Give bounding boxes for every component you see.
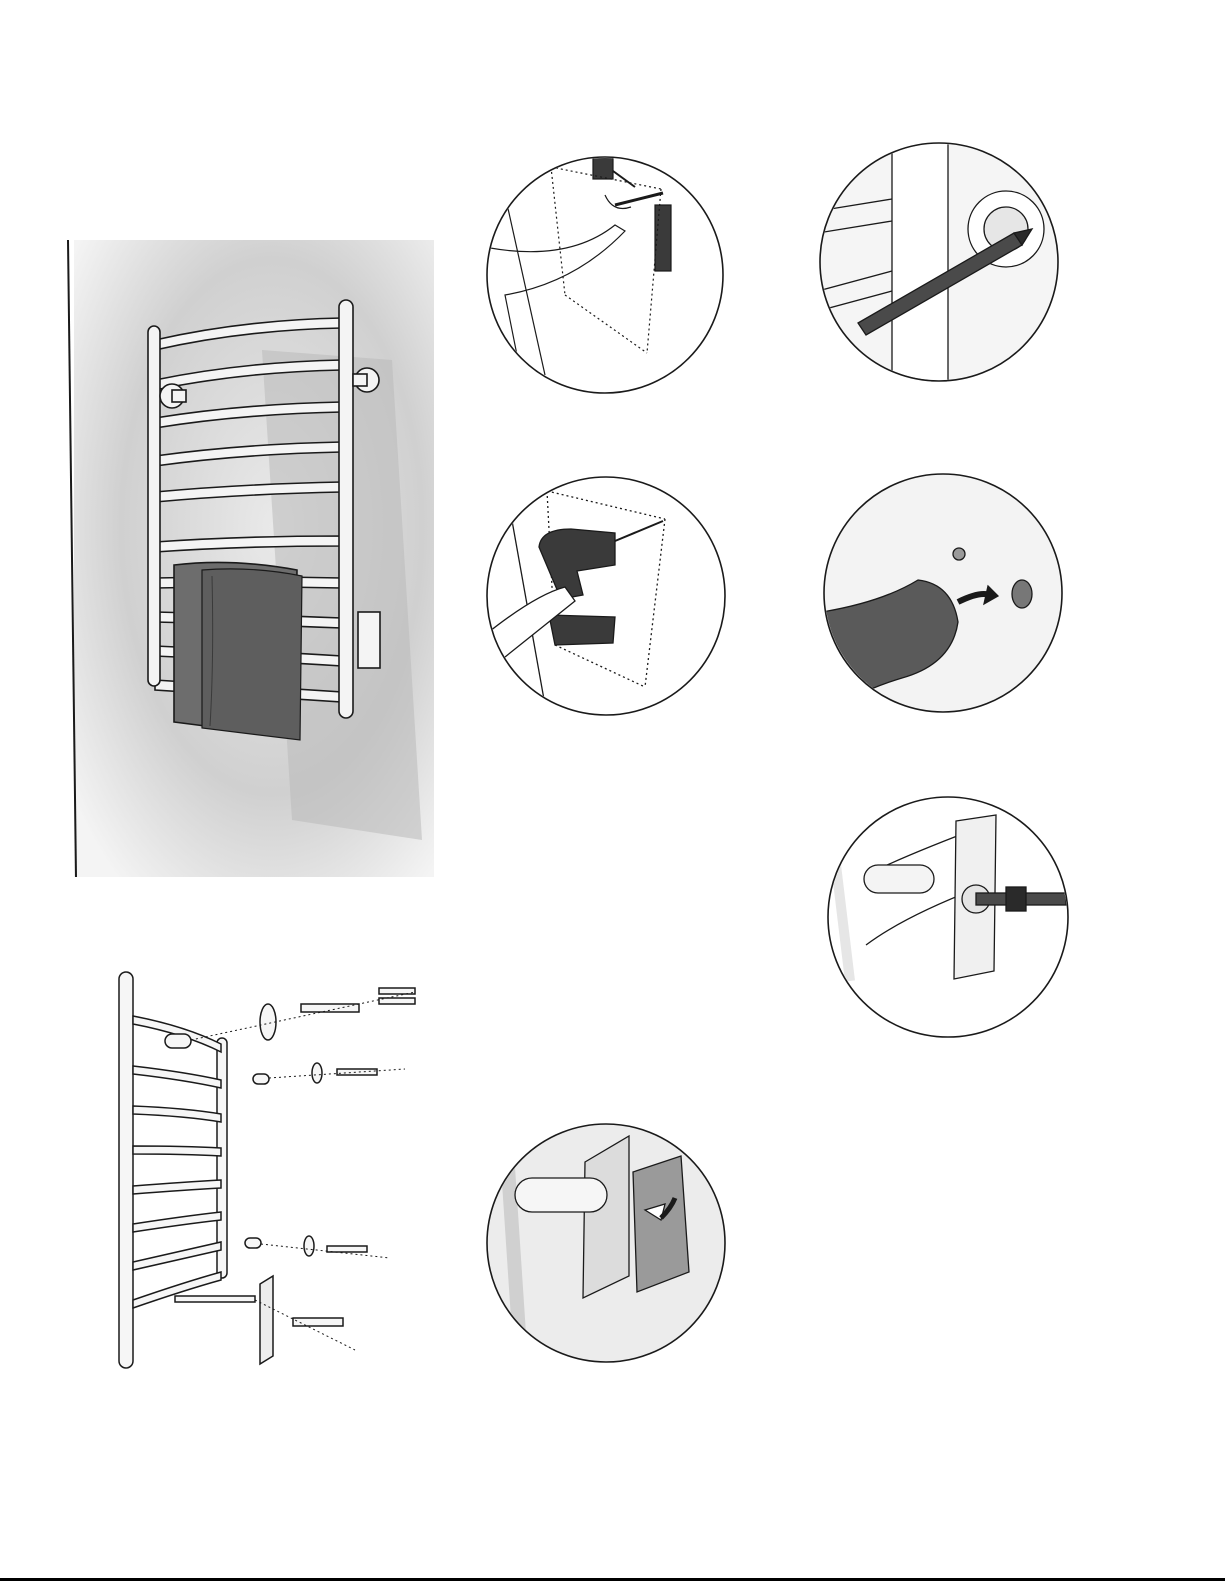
bottom-rule bbox=[0, 1578, 1225, 1581]
step-insert-anchor bbox=[822, 472, 1064, 714]
hero-illustration bbox=[62, 240, 434, 885]
step-pencil-mark bbox=[818, 141, 1060, 383]
exploded-illustration bbox=[105, 966, 430, 1386]
step-mark-and-level bbox=[485, 155, 725, 395]
step-tighten-bolt bbox=[826, 795, 1070, 1039]
step-drill-holes bbox=[485, 475, 727, 717]
step-snap-cover bbox=[485, 1122, 727, 1364]
